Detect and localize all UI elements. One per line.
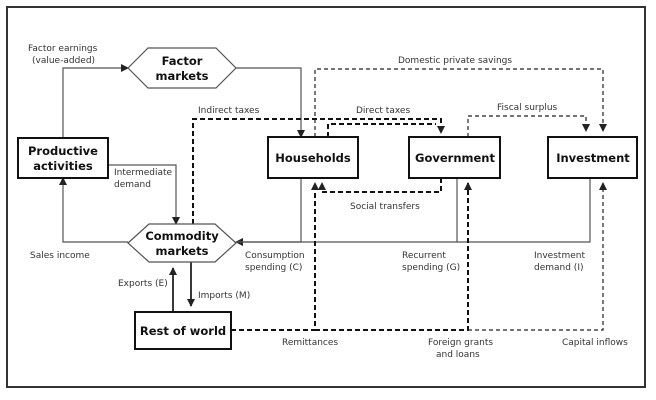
edge-indirect-taxes [192,118,445,224]
node-rest-of-world: Rest of world [134,311,232,350]
label-consumption-spending-line2: spending (C) [245,263,302,273]
label-investment-demand-line1: Investment [534,251,585,261]
commodity-markets-label-line2: markets [156,244,209,258]
edge-domestic-private-savings [314,68,607,137]
node-commodity-markets: Commodity markets [127,223,237,263]
factor-markets-label-line2: markets [156,69,209,83]
label-sales-income: Sales income [30,251,90,261]
label-exports: Exports (E) [118,279,168,289]
edge-consumption-spending [235,178,302,246]
edge-recurrent-spending [236,178,458,243]
node-government: Government [408,136,501,179]
edge-sales-income [59,177,128,243]
node-investment: Investment [547,136,638,179]
label-foreign-grants-line2: and loans [436,350,480,360]
label-social-transfers: Social transfers [350,202,420,212]
label-recurrent-spending-line2: spending (G) [402,263,460,273]
commodity-markets-label-line1: Commodity [145,229,219,243]
edge-fiscal-surplus [467,115,590,137]
label-factor-earnings-line2: (value-added) [32,56,95,66]
label-fiscal-surplus: Fiscal surplus [497,103,558,113]
label-factor-earnings-line1: Factor earnings [28,44,98,54]
label-remittances: Remittances [282,338,338,348]
diagram-frame [6,6,646,388]
investment-label: Investment [556,151,630,165]
label-direct-taxes: Direct taxes [356,106,410,116]
rest-of-world-label: Rest of world [140,324,226,338]
edge-intermediate-demand [108,164,180,225]
label-intermediate-demand-line1: Intermediate [114,168,173,178]
label-intermediate-demand-line2: demand [114,180,151,190]
label-indirect-taxes: Indirect taxes [198,106,260,116]
factor-markets-label-line1: Factor [162,54,203,68]
edge-social-transfers [318,178,442,193]
label-investment-demand-line2: demand (I) [534,263,584,273]
edge-direct-taxes [327,123,436,137]
label-domestic-private-savings: Domestic private savings [398,56,512,66]
node-productive-activities: Productive activities [17,137,109,179]
node-households: Households [267,136,359,179]
label-capital-inflows: Capital inflows [562,338,628,348]
productive-activities-label-line1: Productive [28,144,98,158]
edge-investment-demand [457,178,591,243]
households-label: Households [275,151,351,165]
label-recurrent-spending-line1: Recurrent [402,251,446,261]
edge-factor-earnings [62,64,129,138]
node-factor-markets: Factor markets [127,47,237,89]
productive-activities-label-line2: activities [33,159,93,173]
label-consumption-spending-line1: Consumption [245,251,305,261]
edge-factor-payments [236,67,305,138]
label-foreign-grants-line1: Foreign grants [428,338,493,348]
edge-capital-inflows [468,182,607,331]
label-imports: Imports (M) [198,291,250,301]
government-label: Government [415,151,495,165]
